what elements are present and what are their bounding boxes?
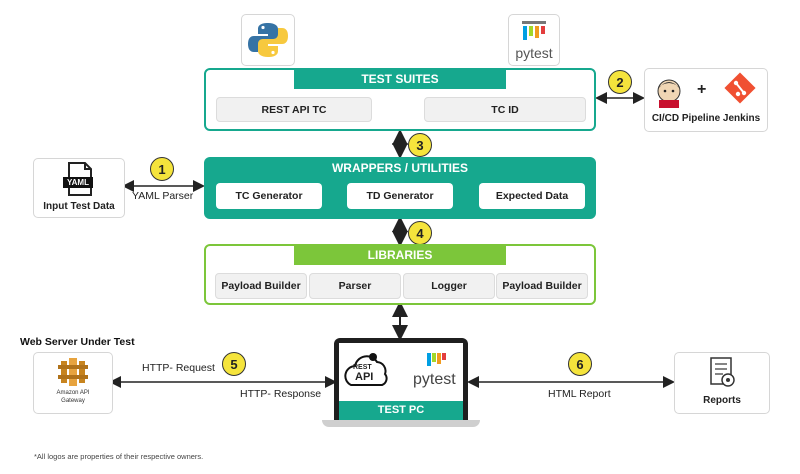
laptop-base [322, 420, 480, 427]
libraries-panel: LIBRARIES Payload Builder Parser Logger … [204, 244, 596, 305]
report-icon [710, 357, 735, 387]
python-icon [248, 23, 288, 57]
test-suites-title: TEST SUITES [294, 70, 506, 89]
rest-api-cloud-icon [344, 353, 388, 386]
wrappers-title: WRAPPERS / UTILITIES [331, 161, 468, 175]
wrappers-panel: WRAPPERS / UTILITIES TC Generator TD Gen… [204, 157, 596, 219]
api-gateway-text-1: Amazon API [56, 390, 90, 396]
test-suites-panel: TEST SUITES REST API TC TC ID [204, 68, 596, 131]
libraries-title: LIBRARIES [294, 246, 506, 265]
pytest-logo-text: pytest [515, 45, 553, 61]
api-text: API [355, 371, 374, 383]
reports-box: Reports [674, 352, 770, 414]
web-server-title: Web Server Under Test [20, 336, 135, 348]
test-pc-label: TEST PC [339, 401, 463, 420]
cicd-box: + CI/CD Pipeline Jenkins [644, 68, 768, 132]
step-6-badge: 6 [568, 352, 592, 376]
pytest-icon [522, 21, 546, 40]
api-gateway-box: Amazon API Gateway [33, 352, 113, 414]
payload-builder-cell-1: Payload Builder [215, 273, 307, 299]
pytest-logo-box: pytest [508, 14, 560, 66]
input-test-data-label: Input Test Data [43, 201, 115, 212]
yaml-tag: YAML [67, 178, 89, 187]
input-test-data-box: YAML Input Test Data [33, 158, 125, 218]
test-pc-laptop: REST API pytest TEST PC [334, 338, 468, 420]
cicd-label: CI/CD Pipeline Jenkins [651, 113, 761, 124]
step-4-badge: 4 [408, 221, 432, 245]
tc-generator-cell: TC Generator [216, 183, 322, 209]
step-1-badge: 1 [150, 157, 174, 181]
step-5-badge: 5 [222, 352, 246, 376]
http-response-label: HTTP- Response [240, 388, 322, 400]
payload-builder-cell-2: Payload Builder [496, 273, 588, 299]
pc-pytest-text: pytest [413, 371, 456, 388]
laptop-screen: REST API pytest TEST PC [339, 343, 463, 420]
pytest-small-icon [427, 353, 446, 366]
footnote: *All logos are properties of their respe… [34, 452, 204, 461]
reports-label: Reports [703, 395, 741, 406]
logger-cell: Logger [403, 273, 495, 299]
rest-api-tc-cell: REST API TC [216, 97, 372, 122]
parser-cell: Parser [309, 273, 401, 299]
step-3-badge: 3 [408, 133, 432, 157]
api-gateway-text-2: Gateway [61, 398, 85, 404]
step-2-badge: 2 [608, 70, 632, 94]
td-generator-cell: TD Generator [347, 183, 453, 209]
yaml-parser-label: YAML Parser [132, 190, 194, 202]
tc-id-cell: TC ID [424, 97, 586, 122]
plus-sign: + [697, 81, 707, 98]
jenkins-icon [657, 79, 681, 108]
git-icon [724, 72, 756, 104]
html-report-label: HTML Report [548, 388, 611, 400]
python-logo-box [241, 14, 295, 66]
http-request-label: HTTP- Request [142, 362, 215, 374]
amazon-api-gateway-icon [58, 358, 88, 386]
rest-text: REST [353, 364, 372, 371]
yaml-file-icon [63, 162, 93, 196]
expected-data-cell: Expected Data [479, 183, 585, 209]
